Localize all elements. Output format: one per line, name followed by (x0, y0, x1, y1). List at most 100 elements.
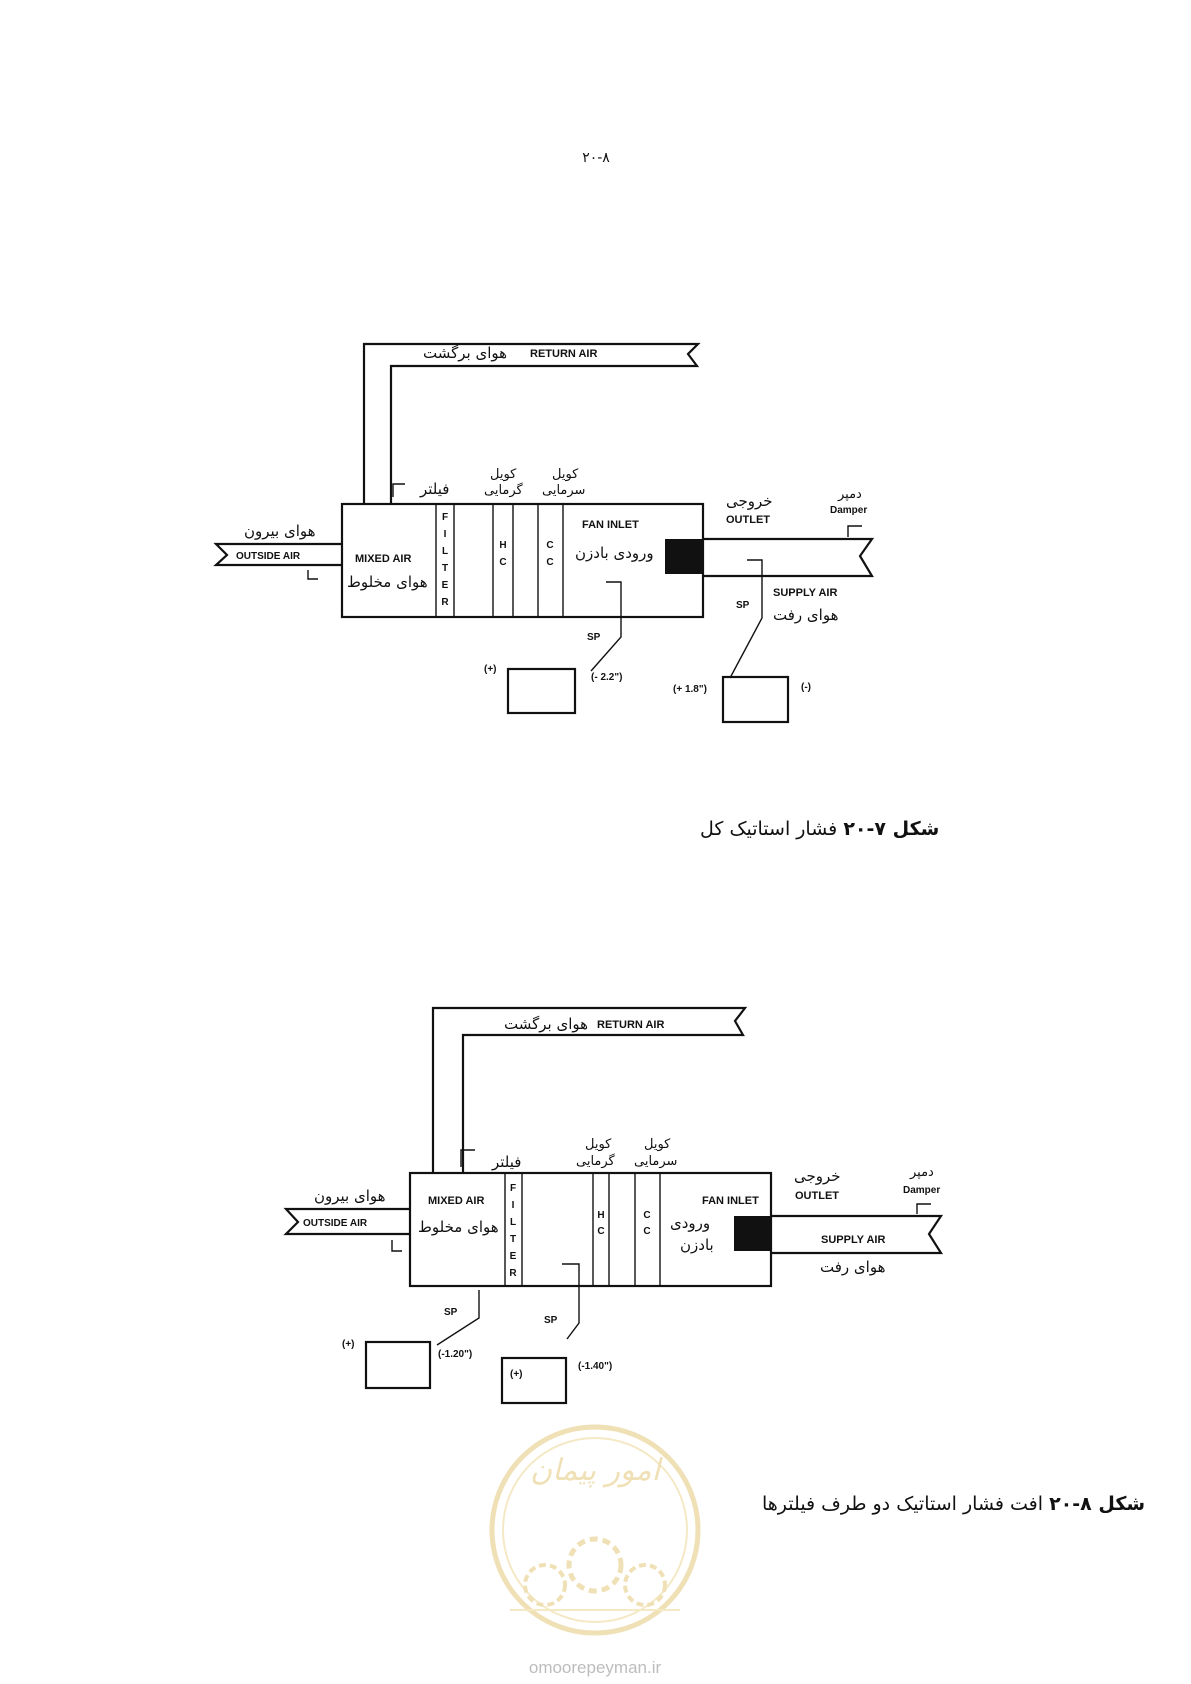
sp-label-2: SP (544, 1315, 558, 1326)
return-damper-tab (392, 483, 405, 497)
supply-air-label-en: SUPPLY AIR (773, 587, 837, 599)
fan-inlet-label-fa-1: ورودی (670, 1214, 710, 1232)
return-air-label-fa: هوای برگشت (504, 1015, 588, 1033)
return-air-label-fa: هوای برگشت (423, 344, 507, 362)
cooling-coil-label-fa-2: سرمایی (634, 1154, 677, 1169)
filter-letter: R (509, 1268, 517, 1279)
filter-letter: E (442, 580, 449, 591)
damper-label-fa: دمپر (909, 1165, 934, 1180)
filter-letters: F I L T E R (509, 1183, 517, 1279)
supply-damper-tab (916, 1203, 931, 1214)
filter-letters: F I L T E R (441, 512, 449, 608)
figure-1-caption: شکل ۷-۲۰ فشار استاتیک کل (700, 818, 939, 840)
filter-label-fa: فیلتر (491, 1153, 521, 1171)
sp-label-2: SP (736, 600, 750, 611)
filter-label-fa: فیلتر (419, 480, 449, 498)
heating-coil-letter: C (597, 1226, 604, 1237)
supply-air-label-en: SUPPLY AIR (821, 1234, 885, 1246)
gauge-1-reading: (- 2.2") (591, 672, 622, 683)
sp-probe-fan-inlet (590, 581, 622, 672)
sp-probe-supply (729, 559, 763, 679)
pressure-gauge-2 (721, 675, 790, 724)
fan-inlet-label-fa: ورودی بادزن (575, 544, 654, 562)
page-number: ۲۰-۸ (582, 150, 610, 166)
supply-damper-tab (847, 525, 862, 537)
heating-coil-letter: H (597, 1210, 604, 1221)
watermark-logo: امور پیمان (489, 1424, 701, 1636)
outlet-label-fa: خروجی (794, 1167, 841, 1185)
mixed-air-label-fa: هوای مخلوط (347, 573, 428, 591)
pressure-gauge-1 (364, 1340, 432, 1390)
sp-label-1: SP (587, 632, 601, 643)
outlet-label-fa: خروجی (726, 492, 773, 510)
watermark-ring (489, 1424, 701, 1636)
filter-letter: R (441, 597, 449, 608)
gauge-1-plus-label: (+) (342, 1339, 355, 1350)
fan-inlet-label-en: FAN INLET (582, 519, 639, 531)
sp-probe-mixed-air (436, 1290, 480, 1346)
filter-letter: L (442, 546, 448, 557)
return-air-label-en: RETURN AIR (530, 348, 597, 360)
gauge-2-reading: (+ 1.8") (673, 684, 707, 695)
cooling-coil-label-fa-1: کویل (644, 1137, 671, 1152)
supply-air-duct (702, 537, 875, 578)
fan-block (665, 539, 702, 574)
cooling-coil-label-fa-1: کویل (552, 467, 579, 482)
filter-letter: F (442, 512, 448, 523)
damper-label-en: Damper (830, 505, 867, 516)
cooling-coil-label-fa-2: سرمایی (542, 483, 585, 498)
damper-label-en: Damper (903, 1185, 940, 1196)
cooling-coil-letter: C (643, 1210, 650, 1221)
fan-inlet-label-en: FAN INLET (702, 1195, 759, 1207)
outside-air-label-fa: هوای بیرون (244, 522, 316, 540)
supply-air-label-fa: هوای رفت (820, 1258, 886, 1276)
filter-letter: E (510, 1251, 517, 1262)
filter-letter: L (510, 1217, 516, 1228)
figure-2-caption: شکل ۸-۲۰ افت فشار استاتیک دو طرف فیلترها (762, 1493, 1145, 1515)
figure-filter-pressure-drop: هوای برگشت RETURN AIR OUTSIDE AIR هوای ب… (283, 1006, 1145, 1515)
return-damper-tab (460, 1149, 475, 1167)
gauge-2-plus-label: (+) (510, 1369, 523, 1380)
sp-probe-after-filter (562, 1263, 580, 1340)
heating-coil-label-fa-2: گرمایی (484, 482, 524, 498)
watermark-url: omoorepeyman.ir (529, 1658, 662, 1677)
figure-1-caption-text: فشار استاتیک کل (700, 818, 843, 840)
watermark-inner-ring (502, 1437, 688, 1623)
watermark-logo-text: امور پیمان (530, 1453, 664, 1488)
return-air-label-en: RETURN AIR (597, 1019, 664, 1031)
filter-letter: I (444, 529, 447, 540)
supply-air-duct (771, 1214, 944, 1255)
heating-coil-label-fa-1: کویل (585, 1137, 612, 1152)
cooling-coil-letter: C (643, 1226, 650, 1237)
outside-air-label-fa: هوای بیرون (314, 1187, 386, 1205)
outside-air-damper-tab (307, 570, 318, 580)
figure-1-caption-number: شکل ۷-۲۰ (843, 818, 939, 840)
sp-label-1: SP (444, 1307, 458, 1318)
filter-letter: T (442, 563, 448, 574)
air-handling-unit (340, 502, 705, 619)
outside-air-duct (213, 542, 342, 567)
figure-2-caption-number: شکل ۸-۲۰ (1049, 1493, 1145, 1515)
filter-letter: T (510, 1234, 516, 1245)
gauge-2-minus-label: (-) (801, 682, 811, 693)
watermark-gear-icon (523, 1563, 567, 1607)
pressure-gauge-1 (506, 667, 577, 715)
filter-letter: F (510, 1183, 516, 1194)
outlet-label-en: OUTLET (726, 514, 770, 526)
gauge-1-reading: (-1.20") (438, 1349, 472, 1360)
mixed-air-label-en: MIXED AIR (428, 1195, 484, 1207)
watermark-gear-icon (566, 1536, 624, 1594)
outside-air-duct (283, 1207, 410, 1236)
gauge-2-reading: (-1.40") (578, 1361, 612, 1372)
fan-inlet-label-fa-2: بادزن (680, 1236, 714, 1254)
mixed-air-label-fa: هوای مخلوط (418, 1218, 499, 1236)
return-air-duct (431, 1006, 748, 1173)
figure-total-static-pressure: هوای برگشت RETURN AIR OUTSIDE AIR هوای ب… (213, 342, 939, 840)
watermark-gear-icon (623, 1563, 667, 1607)
cooling-coil-letter: C (546, 540, 553, 551)
return-air-duct (362, 342, 701, 503)
outlet-label-en: OUTLET (795, 1190, 839, 1202)
gauge-1-plus-label: (+) (484, 664, 497, 675)
figure-2-caption-text: افت فشار استاتیک دو طرف فیلترها (762, 1493, 1049, 1515)
